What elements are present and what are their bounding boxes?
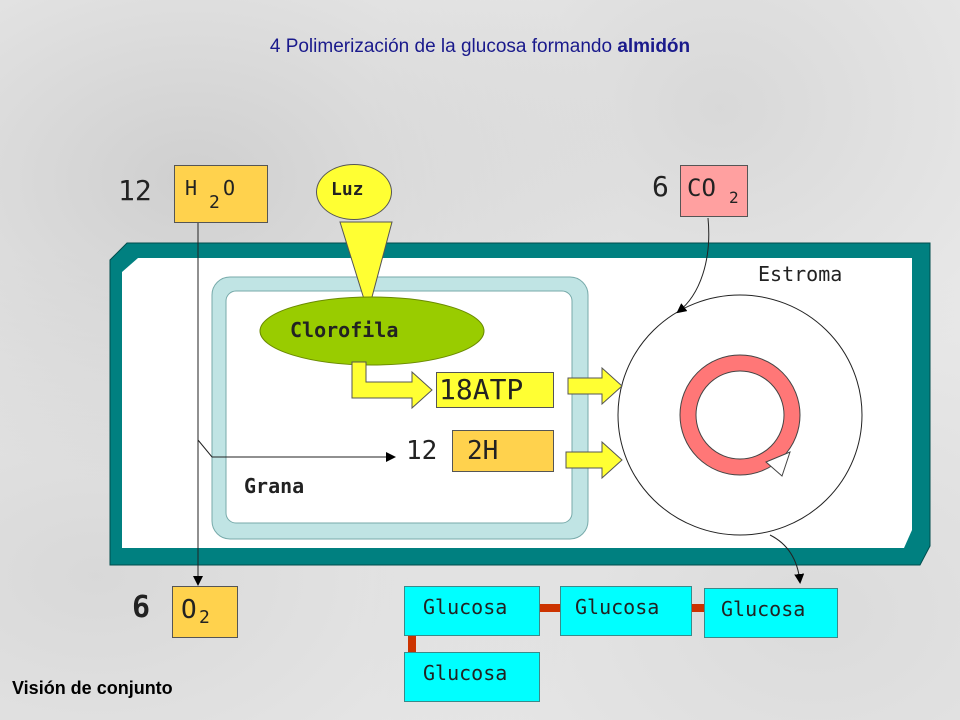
chlorophyll-ellipse xyxy=(259,296,485,366)
water-box: H 2 O xyxy=(174,165,268,223)
co2-formula-sub: 2 xyxy=(729,188,739,207)
glucose-box: Glucosa xyxy=(560,586,692,636)
water-formula-main: H xyxy=(185,176,198,200)
title-text: 4 Polimerización de la glucosa formando xyxy=(269,36,618,57)
o2-box: O 2 xyxy=(172,586,238,638)
water-formula-tail: O xyxy=(223,176,236,200)
glucose-label: Glucosa xyxy=(575,595,660,619)
glucose-box: Glucosa xyxy=(704,588,838,638)
stroma-label: Estroma xyxy=(758,262,843,286)
co2-formula-main: CO xyxy=(687,174,716,202)
h-to-cycle-arrow xyxy=(565,440,623,480)
glucose-label: Glucosa xyxy=(721,597,806,621)
glucose-label: Glucosa xyxy=(423,595,508,619)
co2-coefficient: 6 xyxy=(652,170,669,203)
calvin-cycle-ring-edge xyxy=(679,354,801,476)
water-formula-sub: 2 xyxy=(209,192,220,213)
title-emphasis: almidón xyxy=(617,36,691,57)
glucose-box: Glucosa xyxy=(404,652,540,702)
o2-coefficient: 6 xyxy=(132,590,151,625)
atp-label: 18ATP xyxy=(439,373,524,406)
water-coefficient: 12 xyxy=(118,174,152,207)
co2-box: CO 2 xyxy=(680,165,748,217)
grana-label: Grana xyxy=(244,474,305,498)
page-title: 4 Polimerización de la glucosa formando … xyxy=(0,36,960,58)
chlorophyll-to-atp-arrow xyxy=(351,361,433,410)
chlorophyll-label: Clorofila xyxy=(290,318,399,342)
cycle-arrow-head xyxy=(765,451,791,477)
footer-caption: Visión de conjunto xyxy=(12,678,173,698)
h-coefficient: 12 xyxy=(406,436,438,466)
glucose-label: Glucosa xyxy=(423,661,508,685)
glucose-link xyxy=(540,604,568,612)
calvin-cycle-ring xyxy=(680,355,800,475)
atp-to-cycle-arrow xyxy=(567,366,623,406)
h-label: 2H xyxy=(467,436,499,466)
atp-box: 18ATP xyxy=(436,372,554,408)
light-label: Luz xyxy=(331,179,364,200)
o2-formula-main: O xyxy=(181,595,197,625)
co2-arrow xyxy=(676,217,710,314)
calvin-boundary xyxy=(617,294,863,536)
glucose-link xyxy=(690,604,706,612)
calvin-cycle-ring-edge-inner xyxy=(695,370,785,460)
glucose-box: Glucosa xyxy=(404,586,540,636)
light-beam xyxy=(339,221,393,314)
h-box: 2H xyxy=(452,430,554,472)
light-source: Luz xyxy=(316,164,392,220)
glucose-link xyxy=(408,630,416,654)
glucose-output-arrow xyxy=(769,534,805,584)
o2-formula-sub: 2 xyxy=(199,607,210,628)
water-to-h-line xyxy=(197,439,396,462)
